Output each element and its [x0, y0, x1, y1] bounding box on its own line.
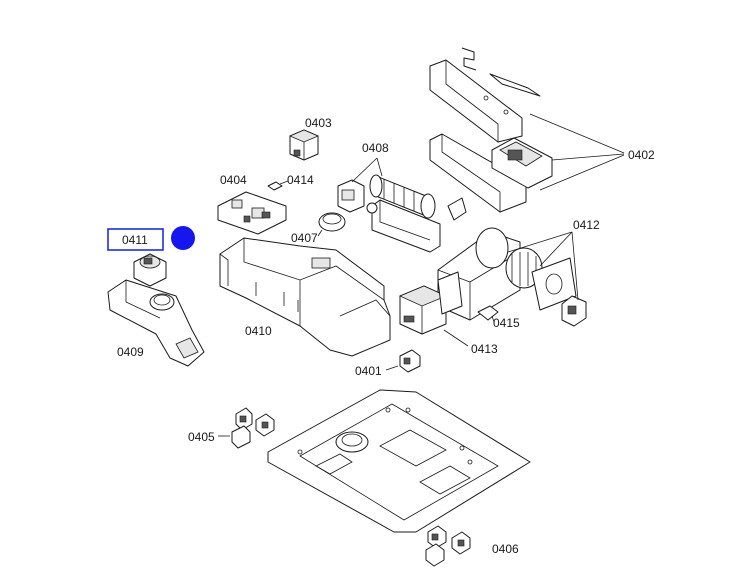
label-0401: 0401 — [355, 364, 382, 378]
label-0403: 0403 — [305, 116, 332, 130]
label-0404: 0404 — [220, 173, 247, 187]
label-0410: 0410 — [245, 324, 272, 338]
part-0403-transformer[interactable] — [288, 129, 320, 161]
part-0407-thermostat[interactable] — [317, 212, 346, 237]
part-0409-duct[interactable] — [107, 279, 205, 367]
label-0411: 0411 — [122, 233, 148, 247]
part-0410-housing[interactable] — [219, 237, 391, 357]
label-0409: 0409 — [117, 345, 144, 359]
leader-0412 — [507, 231, 579, 301]
selected-callout-0411[interactable]: 0411 — [107, 228, 164, 251]
part-0405-latches[interactable] — [218, 407, 275, 449]
label-0405: 0405 — [188, 430, 215, 444]
label-0414: 0414 — [287, 173, 314, 187]
leader-0408 — [351, 157, 383, 183]
part-0408-crossflow-fan[interactable] — [337, 174, 467, 253]
part-0411-motor[interactable] — [133, 253, 167, 287]
label-0412: 0412 — [573, 218, 600, 232]
highlight-box — [107, 228, 164, 251]
label-0408: 0408 — [362, 141, 389, 155]
part-0415-bracket[interactable] — [477, 305, 499, 323]
leader-0414 — [279, 180, 289, 185]
part-0412-blower-fan[interactable] — [437, 227, 587, 327]
selection-dot-icon — [171, 226, 195, 250]
label-0406: 0406 — [492, 542, 519, 556]
leader-0402 — [529, 113, 625, 191]
part-0413-magnetron[interactable] — [398, 271, 469, 347]
part-0402-cover-assembly[interactable] — [429, 47, 553, 213]
part-0406-base-plate[interactable] — [267, 389, 531, 533]
label-0415: 0415 — [493, 316, 520, 330]
label-0402: 0402 — [628, 148, 655, 162]
part-0401-switch[interactable] — [385, 349, 421, 373]
part-0414-connector[interactable] — [267, 181, 283, 191]
part-0406-feet[interactable] — [425, 525, 471, 567]
label-0413: 0413 — [471, 342, 498, 356]
part-0404-control-board[interactable] — [217, 191, 287, 235]
label-0407: 0407 — [291, 231, 318, 245]
